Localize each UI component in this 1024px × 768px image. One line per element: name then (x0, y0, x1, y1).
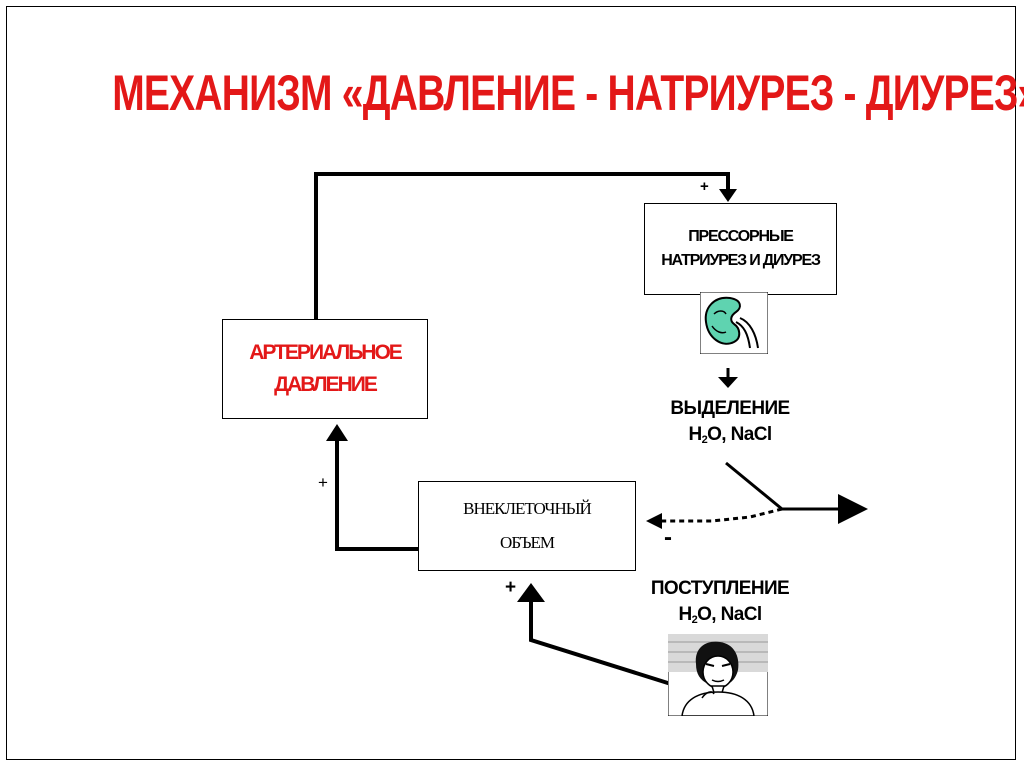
feedback-line (314, 172, 730, 319)
arterial-line2: ДАВЛЕНИЕ (274, 373, 378, 396)
slide-title: МЕХАНИЗМ «ДАВЛЕНИЕ - НАТРИУРЕЗ - ДИУРЕЗ» (112, 65, 1024, 121)
minus-sign: - (664, 524, 672, 551)
excretion-line1: ВЫДЕЛЕНИЕ (670, 398, 790, 419)
intake-line (529, 600, 691, 692)
extracellular-volume-box: ВНЕКЛЕТОЧНЫЙ ОБЪЕМ (418, 481, 636, 571)
slide-frame (6, 6, 1016, 760)
volume-to-pressure-arrowhead (326, 424, 348, 441)
intake-label: ПОСТУПЛЕНИЕ H2O, NaCl (640, 576, 800, 630)
pressor-line1: ПРЕССОРНЫЕ (688, 228, 794, 245)
negative-feedback-dotted-line (662, 507, 783, 523)
extracellular-line1: ВНЕКЛЕТОЧНЫЙ (463, 499, 592, 518)
pressor-natriuresis-box: ПРЕССОРНЫЕ НАТРИУРЕЗ И ДИУРЕЗ (644, 203, 837, 295)
arterial-pressure-box: АРТЕРИАЛЬНОЕ ДАВЛЕНИЕ (222, 319, 428, 419)
excretion-label: ВЫДЕЛЕНИЕ H2O, NaCl (650, 396, 810, 450)
switch-lever (725, 461, 783, 511)
switch-output-arrowhead (838, 494, 868, 524)
plus-sign-top: + (700, 178, 709, 195)
pressor-line2: НАТРИУРЕЗ И ДИУРЕЗ (661, 252, 821, 269)
extracellular-line2: ОБЪЕМ (500, 533, 555, 552)
feedback-arrowhead (719, 189, 737, 202)
volume-to-pressure-line (335, 440, 418, 551)
negative-feedback-arrowhead (646, 513, 662, 529)
intake-line1: ПОСТУПЛЕНИЕ (650, 578, 790, 599)
kidney-icon (700, 292, 768, 354)
person-drinking-icon (668, 634, 768, 716)
kidney-down-arrowhead (718, 377, 738, 388)
intake-line2: H2O, NaCl (678, 604, 762, 626)
arterial-line1: АРТЕРИАЛЬНОЕ (249, 341, 403, 364)
intake-arrowhead (517, 583, 545, 602)
plus-sign-bottom: + (505, 577, 517, 598)
excretion-line2: H2O, NaCl (688, 424, 772, 446)
plus-sign-left: + (318, 473, 328, 492)
